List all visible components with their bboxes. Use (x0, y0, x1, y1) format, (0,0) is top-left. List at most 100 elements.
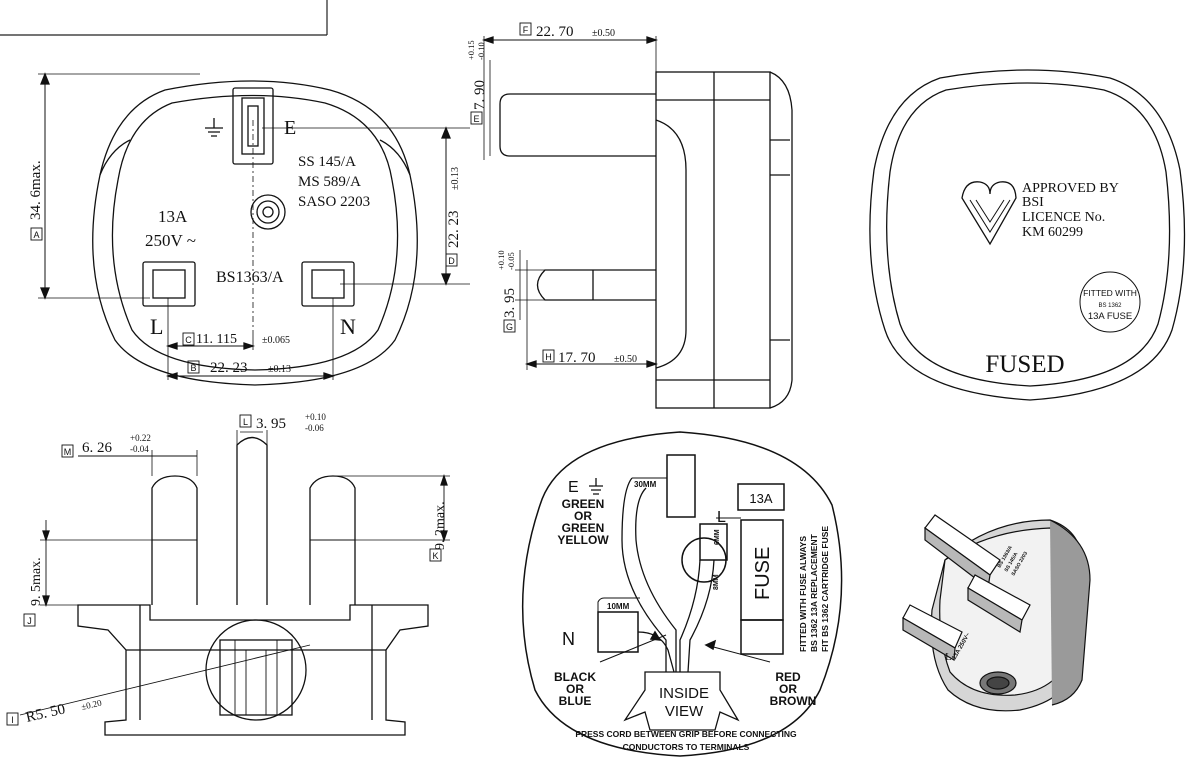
isometric-view (902, 514, 1091, 712)
dim-l-tol-plus: +0.10 (305, 412, 326, 422)
approval-line-4: KM 60299 (1022, 225, 1083, 240)
inside-neutral-label: N (562, 629, 575, 649)
fuse-note-line-3: FIT BS 1362 CARTRIDGE FUSE (820, 526, 830, 652)
inside-view-text: E GREEN OR GREEN YELLOW 30MM 10MM N L 8M… (554, 479, 830, 752)
side-lower-pin (536, 269, 656, 301)
dim-j-letter: J (27, 616, 32, 626)
standard-line-2: MS 589/A (298, 174, 361, 190)
earth-wire-line-4: YELLOW (557, 533, 609, 547)
inside-title-line-1: INSIDE (659, 685, 709, 702)
dim-m-value: 6. 26 (82, 440, 113, 456)
dim-e-tol-plus: +0.15 (466, 40, 476, 60)
dim-i-value: R5. 50 (24, 701, 67, 726)
fuse-rating: 13A (749, 491, 772, 506)
earth-wire-line-2: OR (574, 509, 592, 523)
dim-f-letter: F (523, 25, 529, 35)
standard-line-3: SASO 2203 (298, 194, 370, 210)
cord-grip-hole (205, 619, 307, 721)
dim-d-letter: D (448, 256, 455, 266)
rating-voltage: 250V ~ (145, 231, 196, 250)
fuse-badge (1079, 271, 1141, 333)
approval-line-1: APPROVED BY (1022, 181, 1119, 196)
back-body-outline (869, 69, 1186, 401)
kitemark-icon (961, 181, 1017, 246)
dim-f-value: 22. 70 (536, 24, 574, 40)
dim-c-tol: ±0.065 (262, 335, 290, 346)
earth-wire (621, 477, 667, 672)
side-earth-pin (499, 93, 656, 157)
front-view (30, 72, 470, 386)
earth-symbol-inside (589, 478, 603, 495)
back-view-text: APPROVED BY BSI LICENCE No. KM 60299 FIT… (985, 181, 1137, 378)
neutral-wire-line-1: BLACK (554, 670, 596, 684)
inside-live-label: L (717, 509, 726, 526)
earth-wire-line-3: GREEN (562, 521, 605, 535)
bottom-live-pin (151, 475, 198, 605)
fuse-word: FUSE (752, 547, 774, 600)
front-body-outline (92, 80, 418, 386)
dim-d-tol: ±0.13 (450, 167, 461, 190)
dim-j-value: 9. 5max. (29, 557, 44, 606)
side-view-text: F 22. 70 ±0.50 E 7. 90 +0.15 -0.10 G 3. … (466, 24, 637, 366)
rating-current: 13A (158, 207, 188, 226)
dim-b-tol: ±0.13 (268, 364, 291, 375)
fuse-note-line-2: BS 1362 13A REPLACEMENT (809, 533, 819, 652)
earth-symbol (205, 118, 223, 137)
dim-a-value: 34. 6max. (28, 160, 44, 220)
dim-c-value: 11. 115 (196, 332, 237, 347)
dim-l-letter: L (243, 417, 248, 427)
live-pin-label: L (150, 314, 163, 339)
dim-e-tol-minus: -0.10 (476, 42, 486, 60)
approval-line-2: BSI (1022, 195, 1044, 210)
cord-grip (623, 671, 740, 731)
dim-f-tol: ±0.50 (592, 28, 615, 39)
neutral-pin-label: N (340, 314, 356, 339)
front-body-inner (111, 94, 399, 371)
earth-length: 30MM (634, 480, 657, 489)
dim-c-letter: C (185, 335, 192, 345)
side-view (470, 22, 793, 409)
fuse-note-line-1: FITTED WITH FUSE ALWAYS (798, 536, 808, 652)
bottom-view (6, 414, 450, 736)
dim-l-value: 3. 95 (256, 416, 286, 432)
bottom-view-text: L 3. 95 +0.10 -0.06 M 6. 26 +0.22 -0.04 … (11, 412, 448, 726)
live-wire (687, 559, 715, 673)
earth-wire-line-1: GREEN (562, 497, 605, 511)
inside-earth-label: E (568, 479, 579, 496)
live-pin-slot (142, 261, 196, 307)
dim-d-value: 22. 23 (446, 211, 462, 249)
fuse-badge-line-3: 13A FUSE (1088, 311, 1132, 322)
dim-e-letter: E (473, 114, 479, 124)
fuse-badge-line-1: FITTED WITH (1083, 288, 1137, 298)
dim-i-letter: I (11, 715, 14, 725)
grip-note-line-1: PRESS CORD BETWEEN GRIP BEFORE CONNECTIN… (575, 729, 797, 739)
inside-view (521, 431, 843, 757)
side-body (655, 71, 771, 409)
dim-e-value: 7. 90 (472, 80, 488, 110)
live-length-2: 6MM (714, 529, 721, 545)
dim-m-tol-plus: +0.22 (130, 433, 151, 443)
back-view (869, 69, 1186, 401)
grip-note-line-2: CONDUCTORS TO TERMINALS (623, 742, 750, 752)
earth-pin-label: E (284, 117, 296, 139)
fuse-badge-line-2: BS 1362 (1098, 303, 1122, 309)
dim-m-tol-minus: -0.04 (130, 444, 149, 454)
dim-m-letter: M (64, 447, 72, 457)
inside-body-outline (521, 431, 843, 757)
dim-b-letter: B (190, 363, 196, 373)
fused-label: FUSED (985, 351, 1064, 378)
dim-l-tol-minus: -0.06 (305, 423, 324, 433)
bottom-neutral-pin (309, 475, 356, 605)
title-block-corner (0, 0, 328, 36)
neutral-wire-line-2: OR (566, 682, 584, 696)
dim-i-tol: ±0.20 (80, 697, 103, 712)
dim-g-letter: G (506, 322, 513, 332)
fixing-screw (250, 194, 286, 230)
live-wire-line-1: RED (775, 670, 801, 684)
standard-line-1: SS 145/A (298, 154, 356, 170)
iso-live-label: L (945, 651, 952, 663)
dim-k-letter: K (432, 551, 438, 561)
front-view-text: A 34. 6max. C 11. 115 ±0.065 B 22. 23 ±0… (28, 117, 462, 376)
inside-title-line-2: VIEW (665, 703, 704, 720)
